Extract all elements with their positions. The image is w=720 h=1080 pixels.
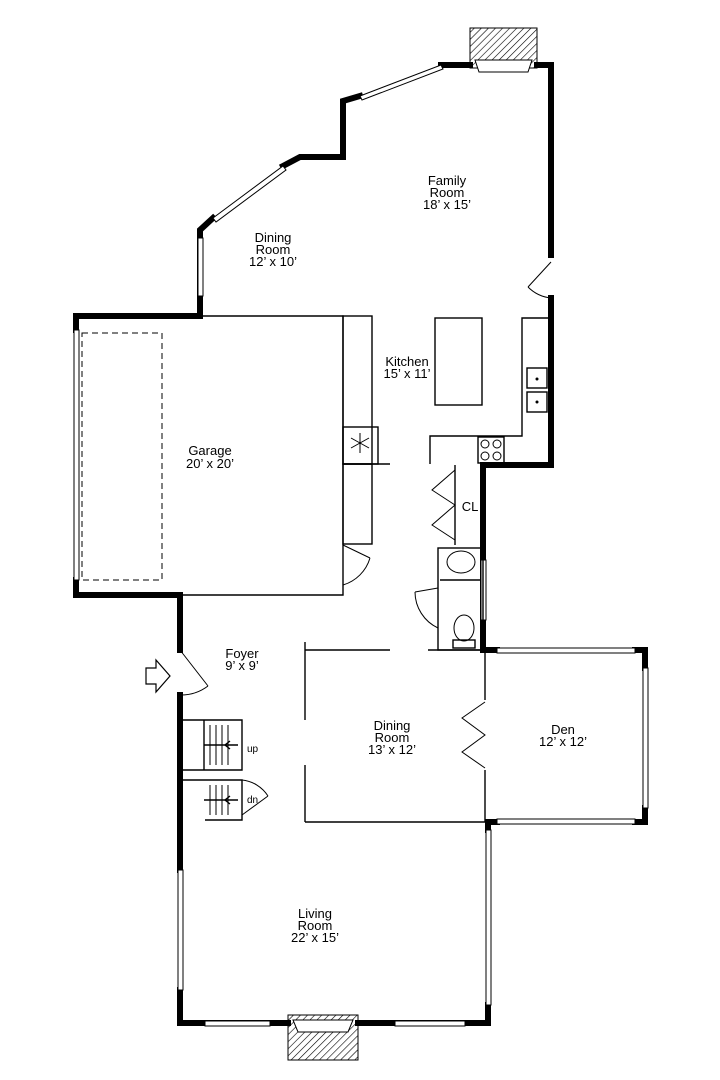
window [642, 667, 649, 809]
snowflake-icon [350, 433, 370, 453]
interior-walls-lower [304, 642, 486, 823]
window [496, 647, 636, 654]
bath-sink [446, 550, 476, 574]
garage-dims: 20’ x 20’ [186, 456, 234, 471]
kitchen-dims: 15’ x 11’ [384, 366, 431, 381]
stairs-up-label: up [247, 744, 259, 755]
dining-room-lower-label: Dining [374, 718, 411, 733]
foyer-dims: 9’ x 9’ [225, 658, 259, 673]
car-parking-outline [81, 332, 163, 581]
toilet-tank [452, 639, 476, 649]
entry-arrow-icon [145, 658, 171, 694]
dining-room-lower-dims: 13’ x 12’ [368, 742, 416, 757]
window [394, 1020, 466, 1027]
den-dims: 12’ x 12’ [539, 734, 587, 749]
sink [526, 367, 548, 389]
garage-label: Garage [188, 443, 231, 458]
closet-bifold-door [431, 469, 456, 541]
kitchen-island [434, 317, 483, 406]
window [204, 1020, 271, 1027]
window [177, 869, 184, 991]
garage-door-opening [73, 329, 80, 581]
window [485, 829, 492, 1006]
window [197, 237, 204, 297]
foyer-stairs [145, 649, 269, 821]
foyer-label: Foyer [225, 646, 259, 661]
sink [526, 391, 548, 413]
door-swing [414, 587, 439, 629]
kitchen-label: Kitchen [385, 354, 428, 369]
stairs-down-label: dn [247, 795, 258, 806]
den-label: Den [551, 722, 575, 737]
door-swing [527, 261, 552, 299]
living-room-label-2: Room [298, 918, 333, 933]
fireplace-family-room [469, 27, 538, 73]
dining-room-upper-dims: 12’ x 10’ [249, 254, 297, 269]
family-room-label: Family [428, 173, 467, 188]
dining-room-upper-label: Dining [255, 230, 292, 245]
living-room-label: Living [298, 906, 332, 921]
kitchen-fixtures [342, 261, 552, 545]
family-room-dims: 18’ x 15’ [423, 197, 471, 212]
fireplace-living-room [287, 1014, 359, 1061]
family-room-label-2: Room [430, 185, 465, 200]
dining-room-upper-label-2: Room [256, 242, 291, 257]
front-door-swing [179, 649, 209, 696]
window [496, 818, 636, 825]
cooktop [477, 436, 505, 464]
closet-and-bath [414, 465, 488, 651]
room-labels: Family Room 18’ x 15’ Dining Room 12’ x … [186, 173, 587, 945]
dining-room-lower-label-2: Room [375, 730, 410, 745]
toilet [453, 614, 475, 642]
closet-label: CL [462, 499, 479, 514]
door-swing [342, 544, 371, 586]
window [212, 165, 287, 223]
windows [73, 64, 649, 1027]
living-room-dims: 22’ x 15’ [291, 930, 339, 945]
exterior-walls [73, 62, 648, 1026]
window [359, 64, 444, 101]
den-bifold-door [461, 701, 486, 769]
